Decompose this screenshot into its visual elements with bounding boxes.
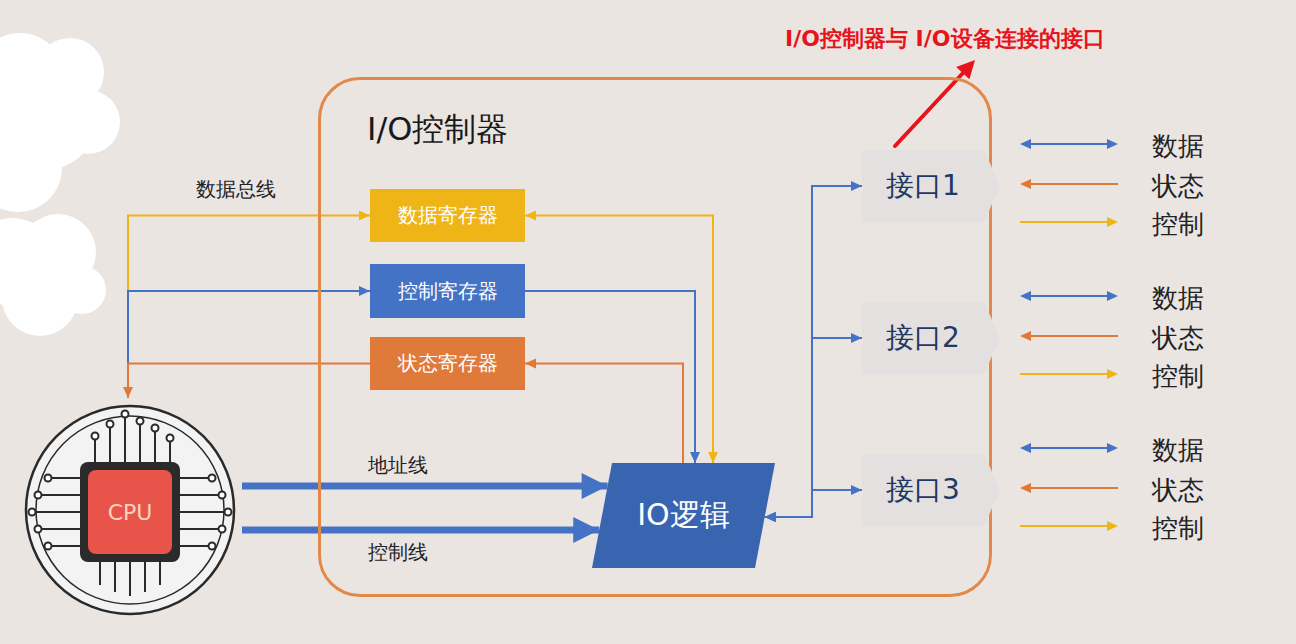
arrowhead	[123, 387, 133, 398]
arrowhead	[359, 286, 370, 296]
register-box: 数据寄存器	[370, 189, 525, 242]
connector-line	[242, 527, 599, 534]
connector-line	[765, 186, 862, 517]
node-label: 接口2	[886, 319, 960, 357]
cpu-node: CPU	[22, 398, 242, 613]
connector-line	[765, 338, 862, 517]
connector	[525, 359, 683, 464]
connector	[525, 291, 700, 463]
arrowhead	[573, 517, 599, 543]
connector-line	[128, 364, 370, 399]
signal-label: 状态	[1152, 321, 1204, 356]
node-label: 状态寄存器	[398, 350, 498, 377]
connector-line	[128, 291, 370, 398]
callout-label: I/O控制器与 I/O设备连接的接口	[785, 24, 1105, 54]
cloud	[0, 33, 120, 336]
register-box: 状态寄存器	[370, 337, 525, 390]
logic-parallelogram: IO逻辑	[592, 463, 775, 568]
arrowhead	[525, 359, 536, 369]
connector	[242, 517, 599, 543]
node-label: 控制寄存器	[398, 278, 498, 305]
connector	[765, 181, 862, 522]
arrowhead	[851, 181, 862, 191]
connector-line	[242, 483, 608, 490]
shape-outline	[862, 302, 1000, 374]
signal-line-label: 地址线	[368, 452, 428, 479]
device-signal-arrows	[1020, 139, 1118, 531]
signal-label: 数据	[1152, 281, 1204, 316]
controller-box: I/O控制器数据寄存器控制寄存器状态寄存器 IO逻辑 接口1 接口2 接口3	[318, 77, 992, 597]
controller-title: I/O控制器	[367, 108, 508, 152]
signal-line-label: 控制线	[368, 539, 428, 566]
node-label: 接口1	[886, 167, 960, 205]
arrowhead	[708, 452, 718, 463]
signal-label: 状态	[1152, 169, 1204, 204]
arrowhead	[525, 211, 536, 221]
node-label: 数据寄存器	[398, 202, 498, 229]
bus-label: 数据总线	[196, 176, 276, 203]
arrowhead	[851, 333, 862, 343]
node-label: 接口3	[886, 471, 960, 509]
connector-line	[525, 291, 695, 463]
connector	[128, 211, 370, 399]
connector-line	[525, 216, 713, 464]
shape-outline	[862, 150, 1000, 222]
connector-line	[765, 490, 862, 517]
connector-line	[128, 216, 370, 399]
signal-label: 状态	[1152, 473, 1204, 508]
interface-box: 接口3	[862, 454, 1000, 526]
signal-label: 数据	[1152, 129, 1204, 164]
signal-label: 控制	[1152, 359, 1204, 394]
node-label: CPU	[108, 500, 153, 525]
cpu-chip	[26, 406, 234, 614]
arrowhead	[765, 512, 776, 522]
signal-label: 控制	[1152, 207, 1204, 242]
arrowhead	[582, 473, 608, 499]
interface-box: 接口2	[862, 302, 1000, 374]
arrowhead	[851, 485, 862, 495]
shape-outline	[592, 463, 775, 568]
arrowhead	[765, 512, 776, 522]
connector	[128, 286, 370, 398]
arrowhead	[765, 512, 776, 522]
register-box: 控制寄存器	[370, 264, 525, 318]
connector	[123, 364, 370, 399]
cpu-die: CPU	[88, 470, 172, 554]
shape-outline	[862, 454, 1000, 526]
arrowhead	[690, 452, 700, 463]
connector	[765, 333, 862, 522]
connector	[765, 485, 862, 522]
interface-box: 接口1	[862, 150, 1000, 222]
connector	[525, 211, 718, 464]
connector-line	[525, 364, 683, 464]
signal-label: 数据	[1152, 433, 1204, 468]
node-label: IO逻辑	[637, 495, 729, 536]
signal-label: 控制	[1152, 511, 1204, 546]
callout-arrow	[895, 60, 975, 146]
arrowhead	[359, 211, 370, 221]
